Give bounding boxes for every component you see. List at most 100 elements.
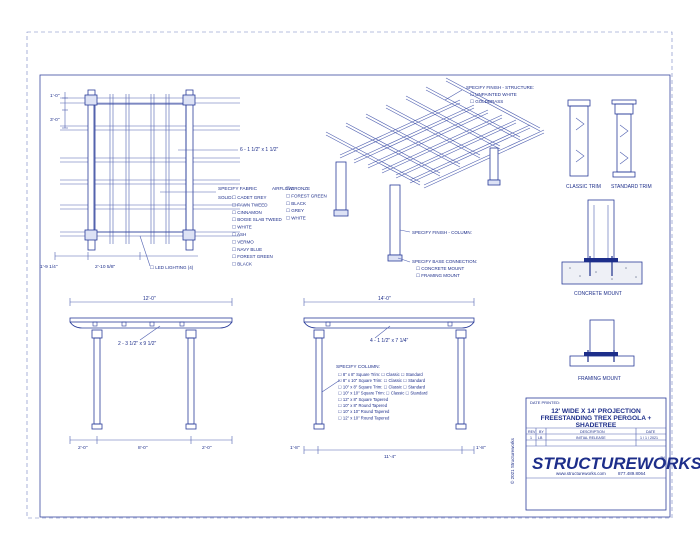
column-option: ☐ 10" x 10" Square Trim: ☐ Classic ☐ Sta… [338,391,428,396]
drawing-border [39,74,671,518]
iso-rafter-line [353,107,475,164]
fabric-solid-label: SOLID: [218,195,233,200]
iso-finish-column: SPECIFY FINISH - COLUMN: [412,230,472,235]
iso-rafter-line [367,109,489,166]
col-date: DATE [646,430,656,434]
fabric-airflow-option: ☐ WHITE [286,216,306,221]
fabric-solid-option: ☐ FOREST GREEN [232,254,273,259]
iso-rafter-line [325,134,421,186]
fabric-solid-option: ☐ BLACK [232,262,252,267]
isometric-view [325,77,545,263]
plan-view [54,89,240,267]
titleblock-header: DATE PRINTED: [530,400,560,405]
fabric-airflow-option: ☐ BLACK [286,201,306,206]
fabric-airflow-option: ☐ GREY [286,208,304,213]
iso-rafter-line [425,89,521,141]
fabric-airflow-option: ☐ FOREST GREEN [286,193,327,198]
fabric-solid-option: ☐ VERMO [232,239,254,244]
drawing-title-line-1: 12' WIDE X 14' PROJECTION [551,408,641,415]
side-column-title: SPECIFY COLUMN: [336,364,380,370]
iso-rafter-line [365,116,461,168]
fabric-airflow-option: ☐ BRONZE [286,186,310,191]
iso-rafter-line [381,117,503,174]
iso-rafter-line [405,98,501,150]
side-elevation [303,298,475,454]
fabric-title: SPECIFY FABRIC [218,186,258,192]
classic-trim-label: CLASSIC TRIM [566,184,601,190]
framing-mount-label: FRAMING MOUNT [578,376,621,382]
iso-rafter-line [325,131,421,183]
row-by: LB [538,436,543,440]
fabric-solid-option: ☐ NAVY BLUE [232,247,262,252]
column-option: ☐ 10" x 8" Round Tapered [338,403,388,408]
iso-finish-option-2: ☐ GOLDBRASS [470,99,503,104]
fabric-solid-option: ☐ CINNAMON [232,210,262,215]
side-dim-mid: 11'-4" [384,454,396,460]
side-beam-note: 4 - 1 1/2" x 7 1/4" [370,338,409,344]
front-overall-dim: 12'-0" [143,296,156,302]
framing-mount-detail [569,319,635,367]
logo-trademark: ™ [660,456,665,462]
fabric-solid-option: ☐ CADET GREY [232,195,266,200]
iso-rafter-line [395,122,517,179]
company-phone: 877.489.8064 [618,471,646,476]
iso-rafter-line [345,122,441,174]
fabric-solid-option: ☐ WHITE [232,225,252,230]
iso-rafter-line [445,80,541,132]
iso-base-title: SPECIFY BASE CONNECTION: [412,259,477,264]
front-dim-right: 2'-0" [202,445,212,451]
company-website: www.structureworks.com [556,471,606,476]
row-date: 1 / 1 / 2021 [640,436,658,440]
plan-dim-side-a: 1'-9 1/4" [40,264,58,270]
iso-base-option-1: ☐ CONCRETE MOUNT [416,266,465,271]
title-block [525,397,667,511]
column-option: ☐ 8" x 8" Square Trim: ☐ Classic ☐ Stand… [338,372,423,377]
col-rev: REV [528,430,536,434]
iso-rafter-line [339,99,461,156]
copyright-note: © 2021 Structureworks [509,437,515,484]
fabric-solid-option: ☐ ASH [232,232,246,237]
fabric-solid-option: ☐ FAWN TWEED [232,202,268,207]
plan-dim-side-b: 2'-10 5/8" [95,264,116,270]
iso-rafter-line [367,112,489,169]
iso-rafter-line [381,114,503,171]
plan-dim-top-b: 3'-0" [50,117,60,123]
sheet-outer-border [26,31,673,519]
column-option: ☐ 10" x 8" Square Trim: ☐ Classic ☐ Stan… [338,384,426,389]
column-options-list: ☐ 8" x 8" Square Trim: ☐ Classic ☐ Stand… [338,372,428,420]
fabric-airflow-label: AIRFLOW: [272,186,294,191]
concrete-mount-label: CONCRETE MOUNT [574,291,622,297]
side-overall-dim: 14'-0" [378,296,391,302]
fabric-solid-option: ☐ BOGIE SLAB TWEED [232,217,282,222]
column-option: ☐ 8" x 10" Square Trim: ☐ Classic ☐ Stan… [338,378,426,383]
iso-rafter-line [423,129,545,186]
led-note: ☐ LED LIGHTING (4) [150,265,194,270]
drawing-title-line-2: FREESTANDING TREX PERGOLA + [541,415,652,422]
row-desc: INITIAL RELEASE [576,436,606,440]
front-beam-note: 2 - 3 1/2" x 9 1/2" [118,341,157,347]
col-by: BY [539,430,544,434]
fabric-solid-list: ☐ CADET GREY ☐ FAWN TWEED ☐ CINNAMON ☐ BOGI… [232,195,282,267]
standard-trim-label: STANDARD TRIM [611,184,652,190]
front-dim-mid: 8'-0" [138,445,148,451]
front-dim-left: 2'-0" [78,445,88,451]
drawing-title-line-3: SHADETREE [576,422,617,429]
column-option: ☐ 10" x 10" Round Tapered [338,409,390,414]
iso-finish-title: SPECIFY FINISH - STRUCTURE: [466,85,534,90]
iso-rafter-line [409,127,531,184]
trim-details [567,99,637,178]
iso-rafter-line [395,119,517,176]
fabric-airflow-list: ☐ BRONZE ☐ FOREST GREEN ☐ BLACK ☐ GREY ☐ WHI… [286,186,327,221]
concrete-mount-detail [561,199,643,285]
column-option: ☐ 12" x 8" Square Tapered [338,397,389,402]
iso-rafter-line [339,102,461,159]
side-dim-right: 1'-8" [476,445,486,451]
iso-rafter-line [345,125,441,177]
iso-rafter-line [445,77,541,129]
side-dim-left: 1'-8" [290,445,300,451]
iso-rafter-line [423,132,545,189]
plan-dim-top-a: 1'-0" [50,93,60,99]
rafter-note: 6 - 1 1/2" x 1 1/2" [240,147,279,153]
column-option: ☐ 12" x 10" Round Tapered [338,415,390,420]
col-desc: DESCRIPTION [580,430,605,434]
